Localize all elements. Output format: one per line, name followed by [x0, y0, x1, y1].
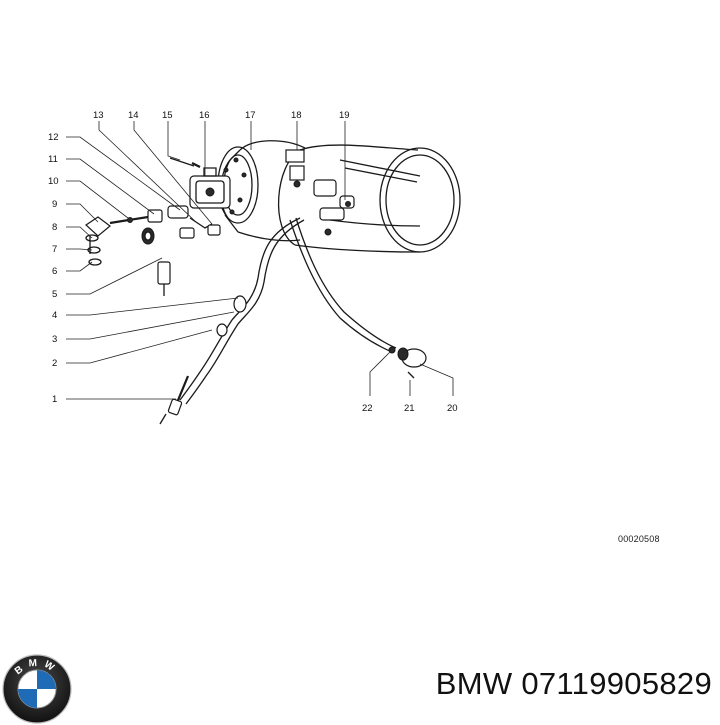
callout-21: 21	[404, 403, 415, 414]
cables	[159, 217, 427, 425]
screw-15	[169, 157, 201, 168]
top-bracket	[285, 149, 305, 188]
callout-18: 18	[291, 110, 302, 121]
callout-3: 3	[52, 334, 57, 345]
callout-2: 2	[52, 358, 57, 369]
connector-cluster	[313, 179, 355, 236]
bmw-roundel-logo: BMW	[2, 654, 72, 724]
callout-13: 13	[93, 110, 104, 121]
leader-lines	[66, 121, 454, 400]
callout-7: 7	[52, 244, 57, 255]
callout-11: 11	[48, 154, 58, 165]
part-number-title: BMW 07119905829	[435, 666, 712, 701]
callout-20: 20	[447, 403, 458, 414]
callout-4: 4	[52, 310, 57, 321]
callout-14: 14	[128, 110, 139, 121]
callout-5: 5	[52, 289, 57, 300]
callout-16: 16	[199, 110, 210, 121]
callout-1: 1	[52, 394, 57, 405]
diagram-reference-code: 00020508	[618, 534, 660, 544]
callout-6: 6	[52, 266, 57, 277]
callout-8: 8	[52, 222, 57, 233]
callout-15: 15	[162, 110, 173, 121]
callout-10: 10	[48, 176, 59, 187]
callout-22: 22	[362, 403, 373, 414]
callout-labels: 1 2 3 4 5 6 7 8 9 10 11 12 13 14 15 16 1…	[48, 110, 458, 414]
small-parts	[85, 205, 221, 296]
callout-19: 19	[339, 110, 350, 121]
sensor-housing	[189, 167, 231, 209]
callout-9: 9	[52, 199, 57, 210]
callout-12: 12	[48, 132, 59, 143]
callout-17: 17	[245, 110, 256, 121]
